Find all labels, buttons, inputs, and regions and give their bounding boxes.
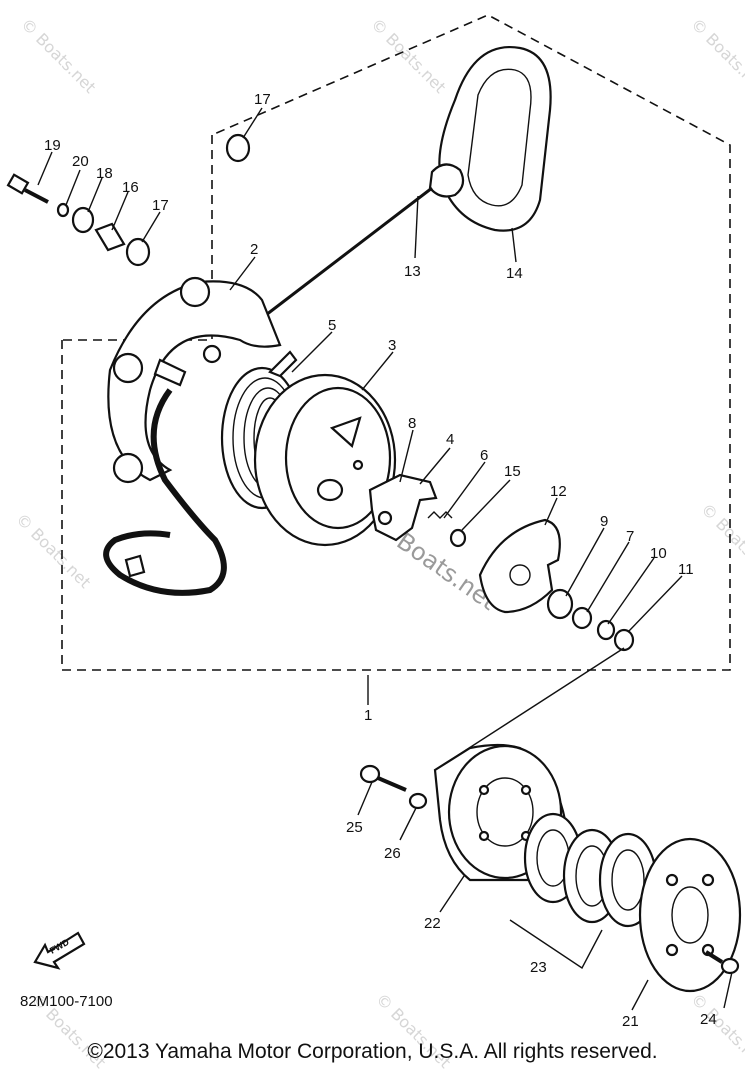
callout-15: 15 — [504, 463, 521, 480]
callout-18: 18 — [96, 165, 113, 182]
watermark: © Boats.net — [367, 14, 449, 96]
sleeve-16 — [94, 222, 126, 252]
callout-12: 12 — [550, 483, 567, 500]
callout-20: 20 — [72, 153, 89, 170]
pawl — [368, 473, 438, 542]
pulley — [253, 373, 397, 547]
callout-26: 26 — [384, 845, 401, 862]
nut-26 — [408, 792, 428, 810]
bolt-24 — [704, 950, 740, 975]
starter-handle — [428, 46, 552, 232]
callout-7: 7 — [626, 528, 634, 545]
watermark: © Boats.net — [687, 14, 745, 96]
cable-loop — [103, 388, 227, 596]
diagram-code: 82M100-7100 — [20, 993, 113, 1010]
callout-11: 11 — [678, 561, 694, 578]
callout-3: 3 — [388, 337, 396, 354]
washer-10 — [596, 619, 616, 641]
starter-case — [107, 276, 282, 484]
washer-7 — [571, 606, 593, 630]
callout-9: 9 — [600, 513, 608, 530]
leader-lines — [37, 107, 733, 1011]
bolt-19 — [6, 173, 49, 204]
callout-14: 14 — [506, 265, 523, 282]
pawl-spring — [427, 511, 453, 519]
callout-4: 4 — [446, 431, 454, 448]
assembly-boundary-bracket — [62, 135, 213, 341]
washer-20 — [56, 202, 70, 218]
watermark: © Boats.net — [17, 14, 99, 96]
callout-17: 17 — [254, 91, 271, 108]
cable-plug — [124, 554, 146, 578]
callout-8: 8 — [408, 415, 416, 432]
callout-5: 5 — [328, 317, 336, 334]
watermark: © Boats.net — [12, 509, 94, 591]
callouts: 17 19 20 18 16 17 2 13 14 5 3 8 4 6 15 1… — [44, 91, 717, 1030]
callout-21: 21 — [622, 1013, 639, 1030]
callout-6: 6 — [480, 447, 488, 464]
assembly-boundary — [61, 14, 731, 671]
callout-13: 13 — [404, 263, 421, 280]
watermark: © Boats.net — [697, 499, 745, 581]
callout-19: 19 — [44, 137, 61, 154]
callout-17: 17 — [152, 197, 169, 214]
callout-23: 23 — [530, 959, 547, 976]
callout-22: 22 — [424, 915, 441, 932]
fwd-arrow: FWD — [33, 931, 86, 970]
grommet-17b — [125, 237, 151, 267]
cover-plate — [638, 837, 742, 993]
callout-2: 2 — [250, 241, 258, 258]
drive-plate — [478, 518, 561, 614]
washer-9 — [546, 588, 574, 620]
bracket-23 — [509, 919, 603, 970]
washer-15 — [449, 528, 467, 548]
callout-10: 10 — [650, 545, 667, 562]
starter-rope — [261, 186, 433, 320]
collar-18 — [71, 206, 95, 234]
callout-16: 16 — [122, 179, 139, 196]
callout-25: 25 — [346, 819, 363, 836]
callout-24: 24 — [700, 1011, 717, 1028]
copyright-notice: ©2013 Yamaha Motor Corporation, U.S.A. A… — [87, 1040, 658, 1063]
callout-1: 1 — [364, 707, 372, 724]
drive-plate-hole — [509, 564, 531, 586]
grommet-17a — [225, 133, 251, 163]
bolt-25 — [359, 764, 407, 792]
shim-plates — [523, 812, 658, 928]
nut-11 — [613, 628, 635, 652]
